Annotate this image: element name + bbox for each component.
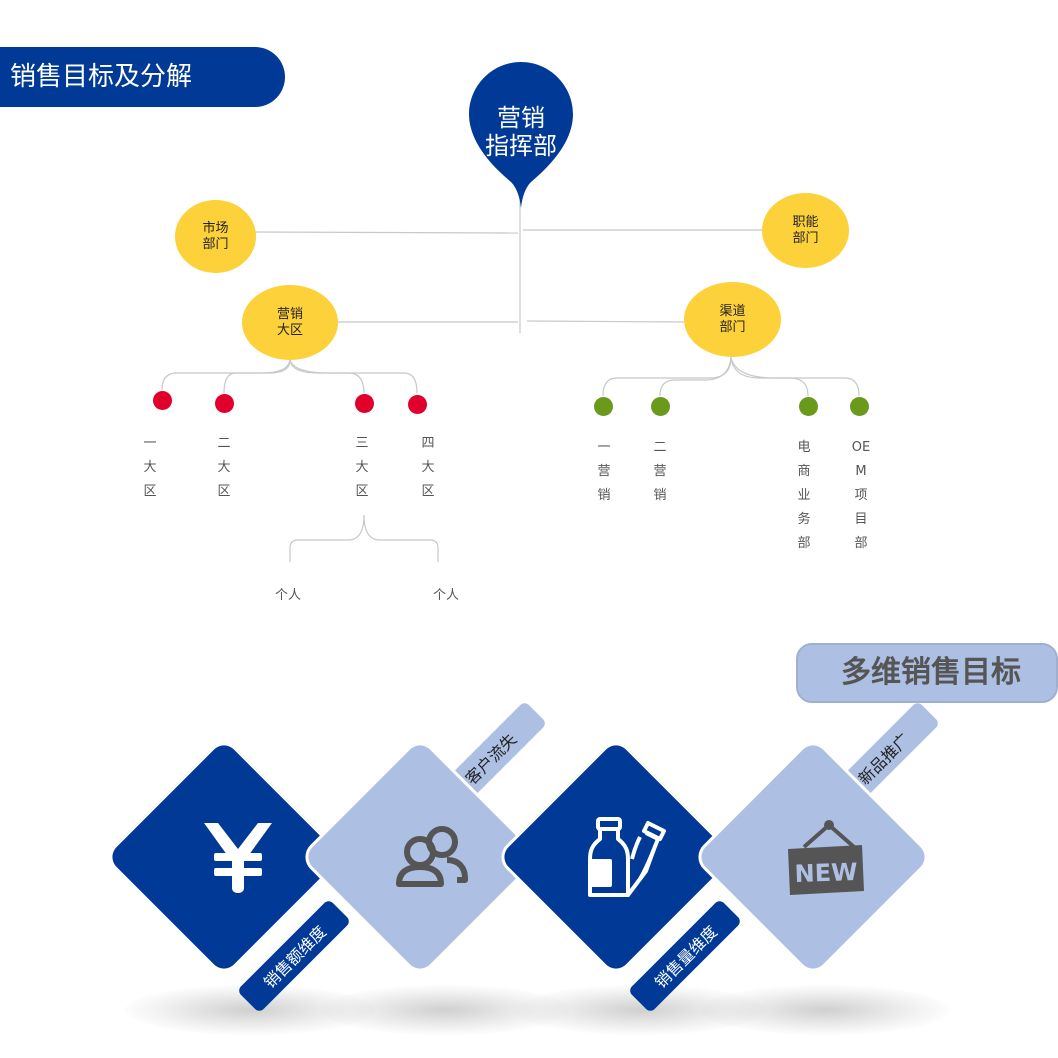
region-3-dot [355, 394, 374, 413]
yen-icon [198, 815, 278, 900]
region-4-label: 四大区 [421, 436, 435, 499]
region-2-dot [215, 394, 234, 413]
users-icon [395, 822, 471, 892]
channel-2-label: 二营销 [653, 440, 667, 503]
region-2-label: 二大区 [217, 436, 231, 499]
individual-2-label: 个人 [433, 588, 460, 603]
region-1-label: 一大区 [143, 436, 157, 499]
channel-4-label: OEM项目部 [851, 440, 871, 551]
channel-dept-node: 渠道 部门 [684, 282, 781, 357]
individual-1-label: 个人 [275, 588, 302, 603]
diamond-shadow [700, 985, 950, 1035]
market-dept-node: 市场 部门 [175, 200, 256, 273]
bottles-icon [584, 815, 674, 900]
svg-text:NEW: NEW [794, 858, 858, 888]
new-sign-icon: NEW [782, 815, 868, 901]
function-dept-node: 职能 部门 [762, 193, 849, 268]
channel-3-label: 电商业务部 [797, 440, 811, 551]
hq-node-label: 营销 指挥部 [485, 104, 557, 160]
diamond-shadow [320, 985, 570, 1035]
channel-4-dot [850, 397, 869, 416]
region-4-dot [408, 395, 427, 414]
sales-region-node: 营销 大区 [242, 285, 338, 360]
region-1-dot [153, 391, 172, 410]
multi-target-title: 多维销售目标 [796, 643, 1058, 703]
region-3-label: 三大区 [355, 436, 369, 499]
channel-1-dot [594, 397, 613, 416]
channel-3-dot [799, 397, 818, 416]
channel-1-label: 一营销 [597, 440, 611, 503]
page-title: 销售目标及分解 [0, 47, 285, 107]
hq-pin-icon [469, 62, 573, 208]
channel-2-dot [651, 397, 670, 416]
